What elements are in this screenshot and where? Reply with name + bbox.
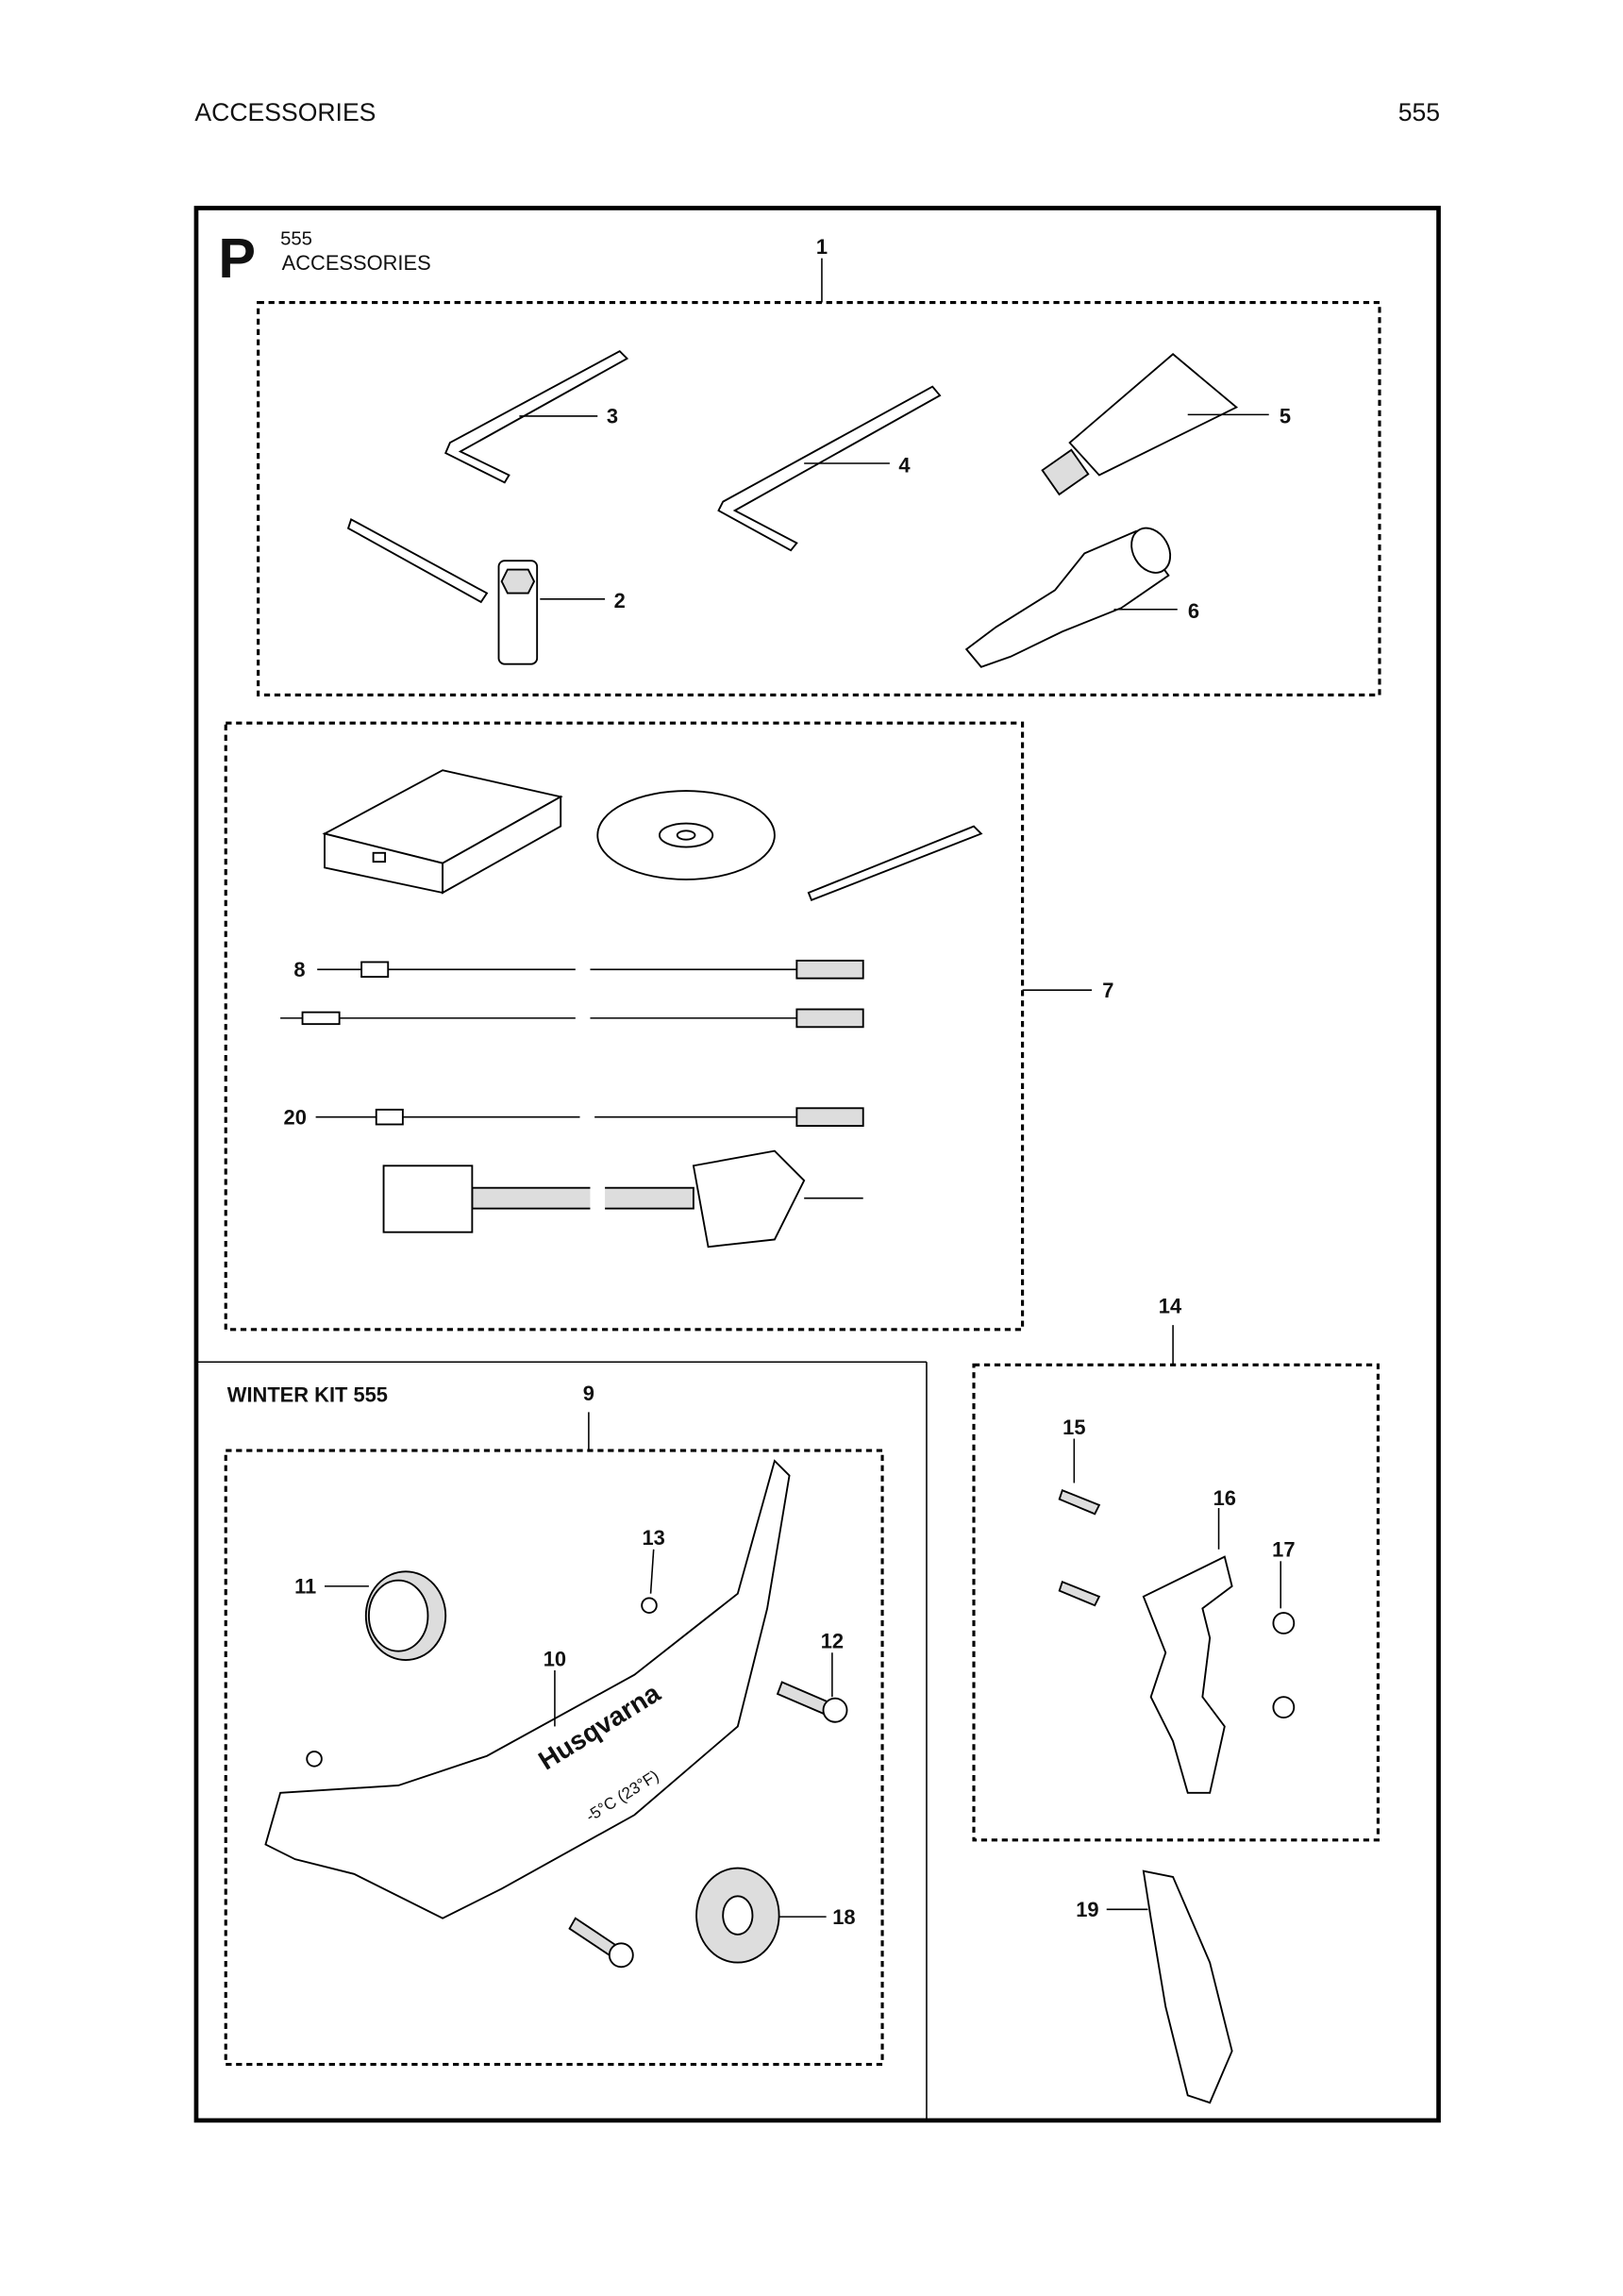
panel-letter: P [218,226,256,290]
callout-14: 14 [1159,1295,1182,1318]
callout-16: 16 [1213,1486,1236,1510]
callout-18: 18 [832,1905,855,1929]
o-ring-13 [641,1597,658,1614]
callout-17: 17 [1272,1538,1295,1562]
callout-19: 19 [1076,1898,1098,1921]
callout-13: 13 [643,1526,665,1550]
callout-6: 6 [1188,599,1199,623]
rubber-plug-18 [695,1867,780,1964]
page-number: 555 [1398,98,1440,126]
screw-12 [776,1681,848,1723]
kit-box-7 [224,721,1025,1332]
tweezers [807,825,983,902]
callout-12: 12 [821,1630,844,1653]
kit-box-1 [257,300,1381,697]
callout-20: 20 [284,1105,307,1129]
callout-10: 10 [544,1647,566,1670]
panel-model: 555 [280,229,312,250]
bumper-spike-19 [1142,1869,1233,2104]
diagnostic-interface [322,769,563,895]
callout-8: 8 [293,958,305,981]
diagram-frame [193,206,1441,2123]
callout-11: 11 [294,1575,316,1599]
panel-title: ACCESSORIES [282,251,431,275]
callout-4: 4 [898,453,911,477]
kit-box-9 [224,1449,884,2067]
rubber-plug-11 [364,1570,447,1662]
grease-tube [1041,353,1239,496]
software-cd [596,790,776,880]
winter-cover: Husqvarna -5°C (23°F) [264,1459,791,1919]
page-section-title: ACCESSORIES [194,98,376,126]
callout-leaders [315,258,1282,1918]
combination-spanner [346,518,539,665]
callout-5: 5 [1280,405,1291,428]
o-ring [306,1751,323,1768]
callout-numbers: 1 2 3 4 5 6 7 8 9 10 11 12 13 14 15 16 1… [284,235,1296,1929]
winter-kit-title: WINTER KIT 555 [227,1383,388,1406]
allen-key-small [444,349,629,484]
bumper-spike [1058,1489,1296,1794]
callout-2: 2 [614,589,626,612]
allen-key-large [717,385,942,552]
callout-15: 15 [1062,1416,1085,1439]
callout-9: 9 [583,1382,594,1405]
cables [280,944,864,1249]
callout-3: 3 [607,405,618,428]
piston-stop-tool [964,527,1172,668]
kit-box-14 [972,1363,1380,1842]
callout-7: 7 [1102,979,1113,1002]
screw [568,1917,634,1969]
callout-1: 1 [816,235,828,259]
